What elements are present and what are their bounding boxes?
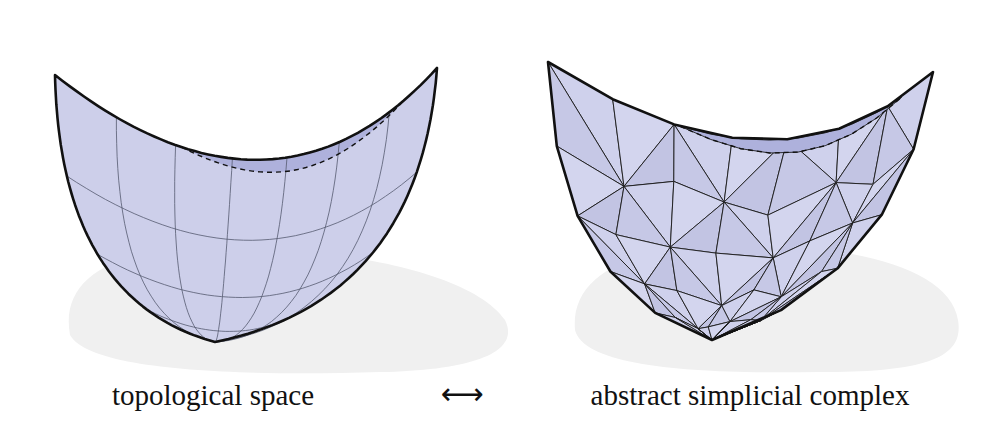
surface-fill (55, 68, 437, 342)
grid-line (215, 158, 232, 342)
mesh-triangle (670, 202, 724, 253)
inner-face (181, 101, 403, 173)
grid-line (215, 157, 287, 342)
grid-line (67, 172, 417, 240)
mesh-triangle (822, 223, 853, 272)
caption-label: abstract simplicial complex (591, 378, 910, 412)
grid-line (175, 145, 215, 342)
mesh-outline (548, 62, 933, 340)
smooth-surface (55, 68, 437, 342)
hidden-rim (181, 101, 403, 173)
surface-outline (55, 68, 437, 342)
mesh-triangle (730, 290, 781, 322)
mesh-triangle (624, 124, 674, 186)
inner-face (680, 97, 902, 153)
hidden-rim (680, 97, 902, 153)
double-arrow: ⟷ (440, 377, 483, 411)
grid-line (215, 112, 389, 342)
mesh-triangle (716, 202, 773, 258)
caption-label: topological space (112, 378, 314, 412)
grid-line (116, 117, 215, 342)
triangle-mesh (548, 62, 933, 340)
